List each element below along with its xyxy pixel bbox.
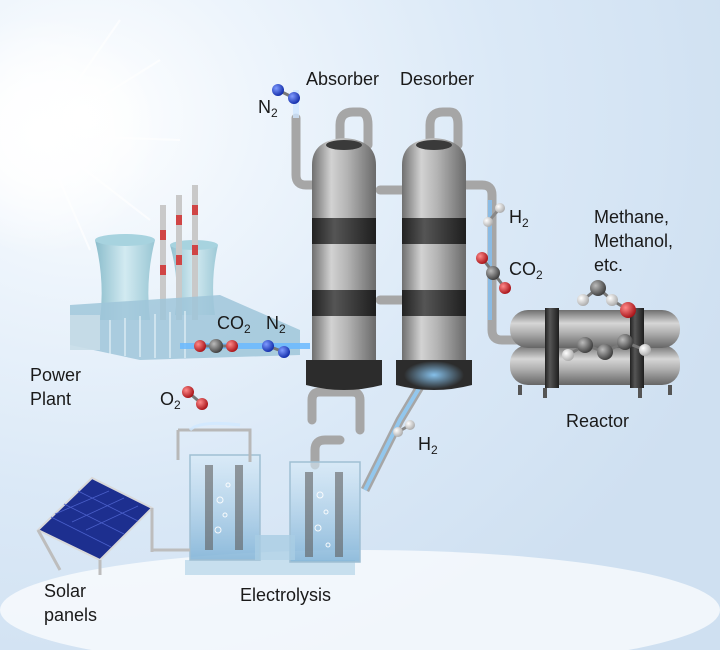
h2-bottom-label: H2 xyxy=(418,434,438,457)
power-plant-label-line2: Plant xyxy=(30,389,72,409)
flue-gas-pipe xyxy=(180,343,310,349)
products-label-line3: etc. xyxy=(594,255,624,275)
molecule-o2 xyxy=(182,386,208,410)
o2-label: O2 xyxy=(160,389,181,412)
products-label-line1: Methane, xyxy=(594,207,670,227)
chimneys xyxy=(160,185,198,320)
molecule-n2-left xyxy=(262,340,290,358)
molecule-h2-bottom xyxy=(393,420,415,437)
molecule-n2-top xyxy=(272,84,300,104)
floor-haze xyxy=(0,550,720,650)
solar-panel xyxy=(36,476,190,575)
solar-panels-label-line1: Solar xyxy=(44,581,87,601)
co2-right-label: CO2 xyxy=(509,259,543,282)
n2-top-label: N2 xyxy=(258,97,278,120)
molecule-co2-left xyxy=(194,339,238,353)
solar-panels-label-line2: panels xyxy=(44,605,98,625)
desorber-label: Desorber xyxy=(400,69,475,89)
molecule-h2-top xyxy=(483,203,505,227)
n2-left-label: N2 xyxy=(266,313,286,336)
co2-left-label: CO2 xyxy=(217,313,251,336)
electrolysis-label: Electrolysis xyxy=(240,585,332,605)
power-plant xyxy=(70,185,300,360)
electrolysis-unit xyxy=(176,421,361,575)
power-plant-label-line1: Power xyxy=(30,365,82,385)
reactor xyxy=(510,280,680,398)
products-label-line2: Methanol, xyxy=(594,231,674,251)
reactor-label: Reactor xyxy=(566,411,630,431)
desorber-column xyxy=(396,138,472,390)
absorber-label: Absorber xyxy=(306,69,380,89)
molecule-co2-right xyxy=(476,252,511,294)
sun xyxy=(0,15,181,255)
absorber-column xyxy=(306,138,382,390)
h2-top-label: H2 xyxy=(509,207,529,230)
